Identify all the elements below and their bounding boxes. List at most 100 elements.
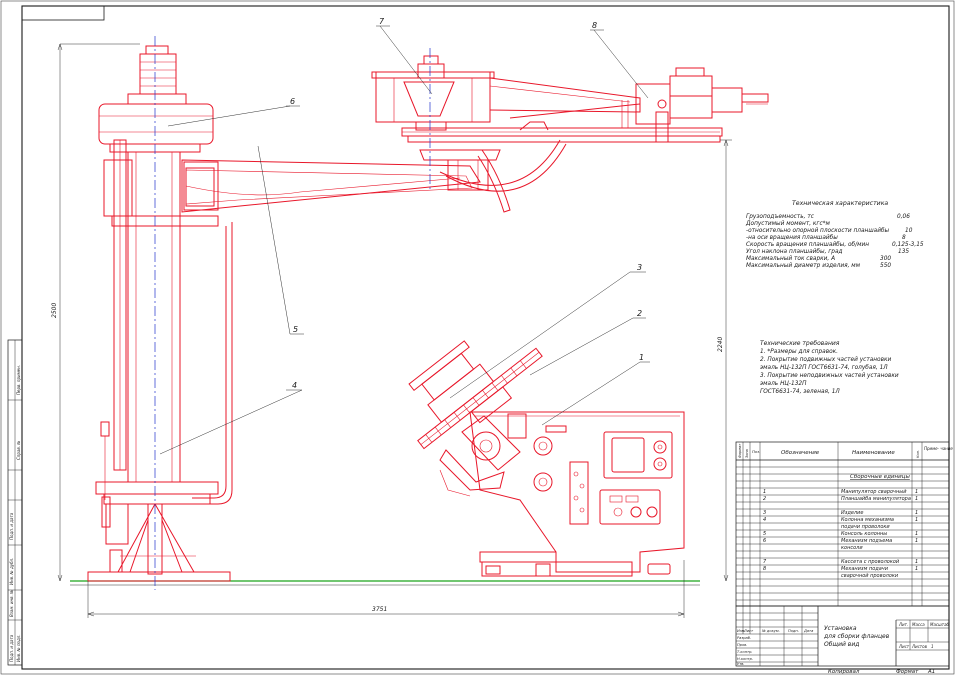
row-name-3: Колонна механизма — [841, 517, 894, 523]
spec-value-7: 550 — [880, 263, 891, 269]
row-qty-6: 1 — [915, 538, 918, 544]
row-name-9: Механизм подачи — [841, 566, 889, 572]
callout-7: 7 — [379, 17, 385, 26]
spec-label-0: Грузоподъемность, тс — [746, 214, 815, 220]
stamp-sign-date-2: Подп. и дата — [9, 634, 14, 662]
row-name-5: Консоль колонны — [841, 531, 887, 537]
side-stamp: Перв. примен. Справ. № Подп. и дата Инв.… — [7, 339, 23, 666]
row-pos-9: 8 — [763, 566, 766, 572]
manipulator — [439, 411, 685, 577]
callout-1: 1 — [639, 353, 644, 362]
footer-copied: Копировал — [828, 669, 860, 675]
tb-name-line-3: Общий вид — [824, 641, 859, 648]
row-name-1: Планшайба манипулятора — [841, 496, 911, 502]
faceplate-workpiece — [408, 340, 543, 450]
row-qty-8: 1 — [915, 559, 918, 565]
tb-sheets-value: 1 — [931, 644, 934, 649]
spec-value-0: 0,06 — [897, 214, 910, 220]
tb-name-line-1: Установка — [824, 625, 857, 632]
spec-label-7: Максимальный диаметр изделия, мм — [746, 263, 861, 269]
tb-col-sign: Подп. — [788, 629, 799, 633]
row-name-7: консоли — [841, 545, 863, 551]
row-name-10: сварочной проволоки — [841, 573, 899, 579]
row-pos-5: 5 — [763, 531, 766, 537]
tb-mass-label: Масса — [912, 622, 925, 627]
feeder-platform — [371, 48, 769, 190]
dim-height-total: 2500 — [51, 303, 58, 318]
section-assemblies: Сборочные единицы — [850, 474, 910, 480]
row-pos-1: 2 — [763, 496, 766, 502]
tb-name-line-2: для сборки фланцев — [823, 633, 890, 640]
footer-format-value: А1 — [927, 669, 935, 675]
spec-label-4: Скорость вращения планшайбы, об/мин — [746, 242, 869, 248]
dim-width-total: 3751 — [372, 606, 387, 613]
row-name-4: подачи проволоки — [841, 524, 890, 530]
tb-role-ncontrol: Н.контр. — [737, 657, 753, 661]
stamp-orig-inv: Инв. № подл. — [16, 634, 21, 662]
tb-col-date: Дата — [803, 629, 813, 633]
row-qty-0: 1 — [915, 489, 918, 495]
row-name-6: Механизм подъема — [841, 538, 892, 544]
callout-leaders — [159, 25, 650, 455]
col-note: Приме- чание — [924, 446, 953, 451]
title-block: Изм. Лист № докум. Подп. Дата Разраб. Пр… — [735, 605, 950, 667]
tb-col-sheet: Лист — [743, 629, 754, 633]
row-name-2: Изделие — [841, 510, 863, 516]
spec-label-6: Максимальный ток сварки, А — [746, 256, 835, 262]
tb-role-check: Пров. — [737, 643, 747, 647]
row-pos-3: 4 — [763, 517, 766, 523]
spec-value-2: 10 — [905, 228, 913, 234]
col-designation: Обозначение — [781, 450, 820, 456]
row-qty-3: 1 — [915, 517, 918, 523]
row-qty-9: 1 — [915, 566, 918, 572]
callout-8: 8 — [592, 21, 597, 30]
requirement-line-0: 1. *Размеры для справок. — [760, 349, 838, 355]
top-left-box — [21, 5, 105, 21]
requirement-line-5: ГОСТ6631-74, зеленая, 1Л — [760, 389, 840, 395]
requirement-line-4: эмаль НЦ-132П — [760, 381, 807, 387]
callout-3: 3 — [637, 263, 642, 272]
tb-col-change: Изм. — [737, 629, 745, 633]
row-pos-6: 6 — [763, 538, 766, 544]
col-format: Формат — [738, 443, 742, 458]
spec-value-4: 0,125-3,15 — [892, 242, 924, 248]
spec-value-6: 300 — [880, 256, 891, 262]
spec-value-3: 8 — [902, 235, 906, 241]
stamp-ref-no: Справ. № — [16, 441, 21, 460]
requirement-line-1: 2. Покрытие подвижных частей установки — [760, 357, 892, 363]
spec-label-3: -на оси вращения планшайбы — [746, 235, 838, 241]
row-qty-5: 1 — [915, 531, 918, 537]
callout-4: 4 — [292, 381, 297, 390]
requirement-line-3: 3. Покрытие неподвижных частей установки — [760, 373, 899, 379]
footer-format-label: Формат — [896, 669, 919, 675]
tb-lit-label: Лит. — [898, 622, 908, 627]
col-pos: Поз. — [752, 449, 760, 454]
spec-label-5: Угол наклона планшайбы, град — [746, 249, 843, 255]
row-pos-0: 1 — [763, 489, 766, 495]
row-pos-8: 7 — [763, 559, 767, 565]
stamp-sign-date-1: Подп. и дата — [9, 512, 14, 540]
tech-requirements: Технические требования 1. *Размеры для с… — [760, 340, 899, 395]
tb-sheet-label: Лист — [898, 644, 910, 649]
console-arm — [181, 139, 567, 213]
col-qty: Кол. — [916, 450, 920, 458]
row-qty-1: 1 — [915, 496, 918, 502]
stamp-first-use: Перв. примен. — [16, 365, 21, 395]
specs-title: Техническая характеристика — [792, 200, 888, 207]
spec-label-1: Допустимый момент, кгс*м — [745, 221, 831, 227]
tb-role-approve: Утв. — [737, 662, 745, 666]
stamp-replace-inv: Взам. инв. № — [9, 590, 14, 617]
spec-table: Формат Зона Поз. Обозначение Наименовани… — [735, 441, 953, 607]
col-name: Наименование — [852, 450, 895, 456]
callout-2: 2 — [637, 309, 642, 318]
stamp-dup-inv: Инв. № дубл. — [9, 558, 14, 585]
requirement-line-2: эмаль НЦ-132П ГОСТ6631-74, голубая, 1Л — [760, 365, 888, 371]
dimensions: 2500 2240 3751 — [51, 43, 732, 618]
spec-label-2: -относительно опорной плоскости планшайб… — [746, 228, 890, 234]
col-zone: Зона — [745, 449, 749, 458]
spec-value-5: 135 — [898, 249, 909, 255]
tb-scale-label: Масштаб — [930, 622, 950, 627]
callout-6: 6 — [290, 97, 295, 106]
row-name-8: Кассета с проволокой — [841, 559, 900, 565]
